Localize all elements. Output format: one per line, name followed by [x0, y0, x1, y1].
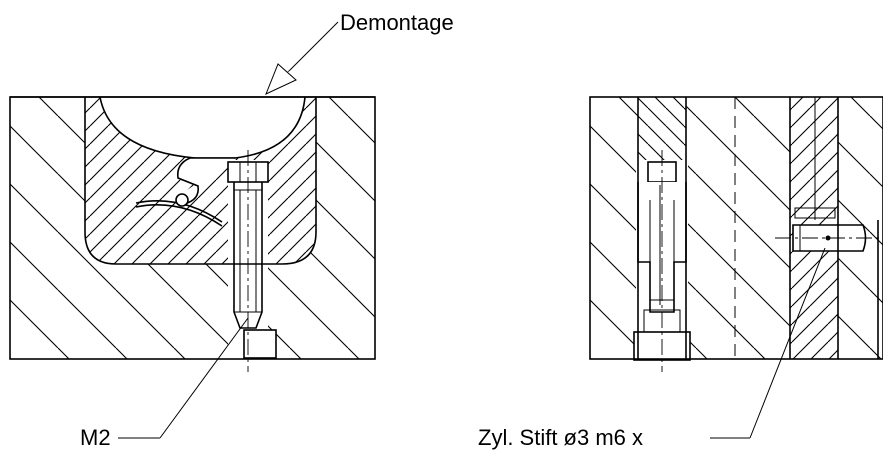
- m2-callout: M2: [80, 317, 249, 450]
- label-pin: Zyl. Stift ø3 m6 x: [478, 425, 643, 450]
- hook-feature: [176, 157, 235, 205]
- label-m2: M2: [80, 425, 111, 450]
- screw-head-bottom: [243, 329, 277, 359]
- label-demontage: Demontage: [340, 10, 454, 35]
- right-section-view: [589, 96, 883, 372]
- cylinder-pin: [792, 224, 867, 252]
- demontage-callout: Demontage: [265, 10, 454, 95]
- left-section-view: [9, 96, 376, 372]
- pin-callout: Zyl. Stift ø3 m6 x: [478, 247, 826, 450]
